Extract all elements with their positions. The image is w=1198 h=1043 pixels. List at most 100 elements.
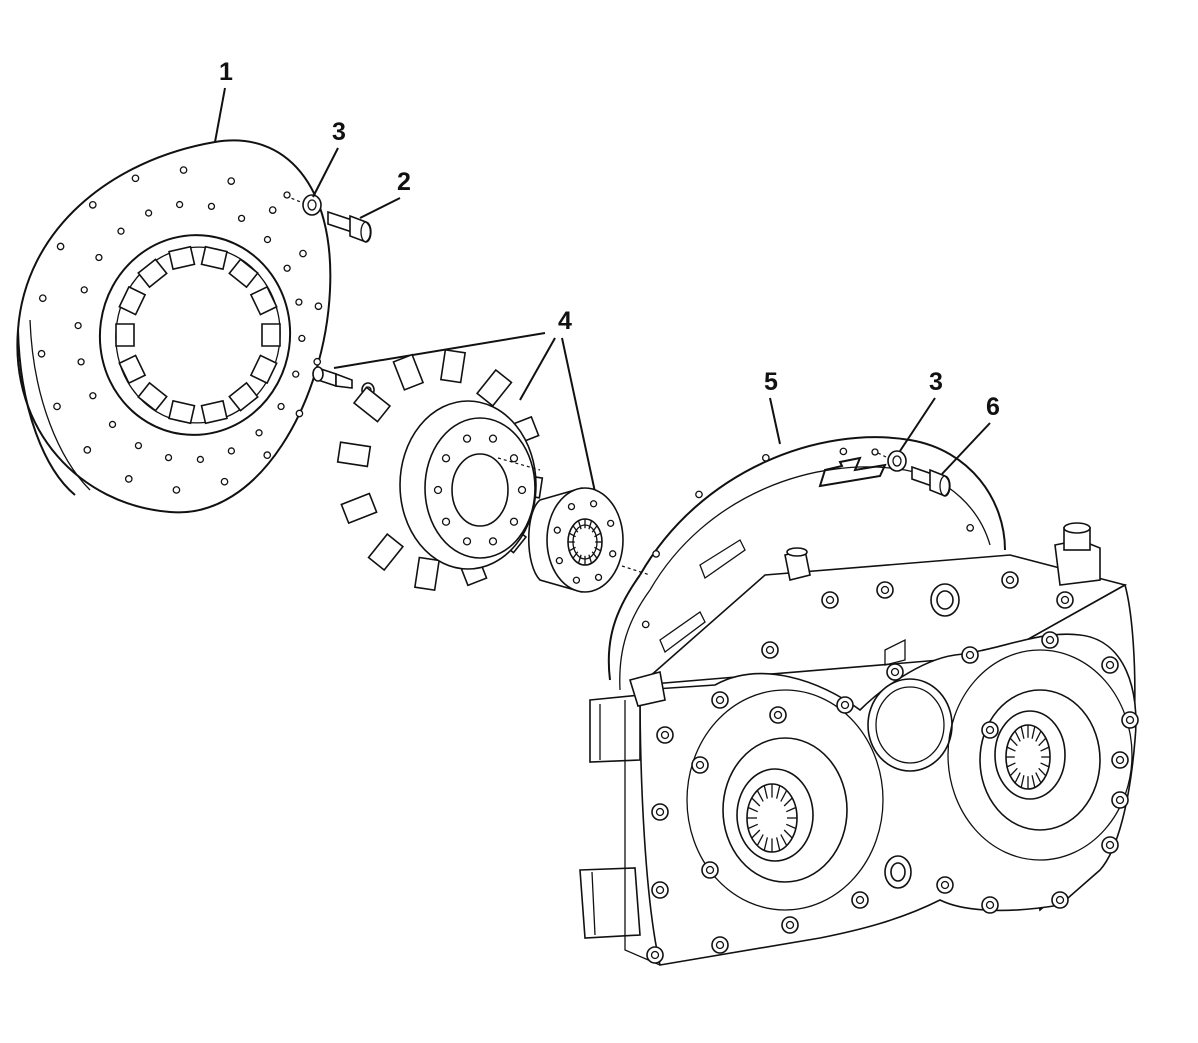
cover-bolt-center — [715, 695, 725, 705]
flange-hole — [555, 557, 563, 565]
flywheel-hole — [298, 334, 306, 343]
cover-bolt — [1001, 571, 1019, 589]
leader-2 — [359, 197, 401, 219]
flywheel-hole — [227, 177, 236, 185]
internal-tooth — [249, 285, 278, 316]
flywheel-hole — [295, 298, 303, 306]
flywheel-hole — [83, 446, 92, 454]
hub-hole — [509, 454, 519, 463]
cover-bolt — [876, 581, 894, 599]
housing-hole — [761, 454, 770, 462]
internal-tooth — [118, 354, 147, 385]
flywheel-hole — [88, 201, 97, 209]
spline-tooth — [1040, 746, 1050, 752]
spline-tooth — [747, 823, 758, 830]
flywheel-hole — [299, 249, 307, 258]
flywheel-hole — [89, 392, 97, 400]
cover-bolt-center — [840, 700, 850, 710]
spline-tooth — [1014, 730, 1021, 742]
washer-upper — [283, 191, 322, 216]
spline-tooth — [591, 551, 598, 559]
internal-tooth — [137, 258, 168, 289]
spline-tooth — [1020, 726, 1025, 739]
cover-bolt-center — [965, 650, 975, 660]
flange-hole — [589, 500, 598, 508]
callout-6: 6 — [986, 393, 1000, 421]
cover-bolt-center — [1005, 575, 1015, 585]
cover-bolt — [1101, 656, 1119, 674]
internal-tooth — [249, 354, 278, 385]
rubber-block — [352, 386, 392, 423]
spline-tooth — [568, 546, 576, 552]
housing-hole — [966, 523, 975, 532]
cover-bolt — [981, 721, 999, 739]
cover-bolt-center — [880, 585, 890, 595]
spline-tooth — [780, 790, 788, 802]
output-shaft-splines — [568, 519, 1050, 852]
spline-tooth — [1009, 737, 1018, 747]
spline-tooth — [763, 837, 768, 851]
hub-hole — [462, 537, 472, 546]
spline-tooth — [1038, 737, 1047, 747]
cover-bolt — [781, 916, 799, 934]
cover-bolt — [981, 896, 999, 914]
spline-tooth — [572, 551, 579, 559]
rubber-block — [340, 492, 378, 525]
flywheel-hole — [227, 447, 236, 455]
leader-3b — [899, 397, 936, 452]
flywheel-hole — [179, 166, 188, 174]
hub-axis-line — [497, 457, 541, 471]
housing-hole — [652, 550, 660, 558]
cover-bolt — [886, 663, 904, 681]
cover-bolt — [711, 691, 729, 709]
hub-hole — [517, 485, 527, 495]
splined-hub-flange — [527, 487, 624, 593]
flywheel-hole — [295, 409, 304, 418]
spline-tooth — [776, 837, 781, 851]
callout-5: 5 — [764, 368, 778, 396]
flange-hole — [553, 526, 561, 534]
cover-bolt-center — [1055, 895, 1065, 905]
cover-bolt-center — [1115, 795, 1125, 805]
cover-bolt-center — [825, 595, 835, 605]
cover-bolt-center — [1115, 755, 1125, 765]
internal-tooth — [261, 323, 281, 347]
cover-bolt-center — [890, 667, 900, 677]
cover-bolt-center — [650, 950, 660, 960]
flywheel-hole — [263, 451, 272, 459]
flywheel-hole — [37, 349, 46, 358]
bolt-lower — [911, 465, 951, 497]
flywheel-disc — [16, 139, 332, 514]
cover-bolt-center — [660, 730, 670, 740]
rubber-block — [392, 353, 425, 391]
flywheel-hole — [74, 321, 82, 330]
cover-bolt-center — [985, 900, 995, 910]
gearbox-cover-bolts — [646, 571, 1139, 964]
internal-tooth — [115, 323, 135, 347]
flange-hole — [609, 550, 617, 558]
flywheel-hole — [108, 420, 117, 429]
flywheel-hole — [117, 227, 125, 235]
spline-tooth — [756, 790, 764, 802]
flange-hole — [572, 576, 581, 584]
cover-bolt — [656, 726, 674, 744]
flywheel-hole — [131, 174, 140, 183]
housing-hole — [641, 620, 650, 629]
flywheel-hole — [80, 286, 88, 294]
internal-tooth — [200, 399, 228, 425]
flywheel-hole — [124, 475, 133, 483]
flywheel-hole — [172, 486, 181, 494]
flywheel-hole — [314, 302, 323, 311]
cover-bolt — [1041, 631, 1059, 649]
flywheel-hole — [255, 429, 263, 437]
spline-tooth — [747, 806, 758, 813]
cover-bolt-center — [1060, 595, 1070, 605]
flywheel-hole — [38, 294, 47, 303]
cover-bolt — [936, 876, 954, 894]
internal-tooth — [228, 258, 259, 289]
callout-1: 1 — [219, 58, 233, 86]
flywheel-hole — [77, 358, 85, 366]
cover-bolt — [646, 946, 664, 964]
hub-hole — [441, 454, 451, 463]
